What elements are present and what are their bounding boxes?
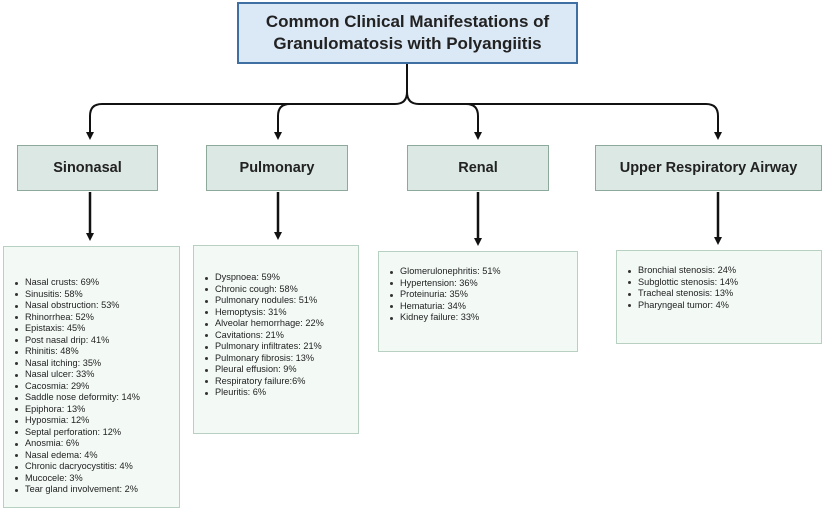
list-item: Chronic cough: 58%	[205, 284, 358, 296]
diagram-title: Common Clinical Manifestations of Granul…	[265, 12, 550, 53]
list-renal: Glomerulonephritis: 51% Hypertension: 36…	[379, 266, 577, 324]
category-sinonasal: Sinonasal	[17, 145, 158, 191]
list-item: Tracheal stenosis: 13%	[628, 288, 821, 300]
list-item: Bronchial stenosis: 24%	[628, 265, 821, 277]
category-label-upper-respiratory-airway: Upper Respiratory Airway	[619, 160, 798, 176]
category-label-renal: Renal	[458, 160, 498, 176]
list-item: Cavitations: 21%	[205, 330, 358, 342]
list-box-upper-respiratory-airway: Bronchial stenosis: 24% Subglottic steno…	[616, 250, 822, 344]
list-item: Alveolar hemorrhage: 22%	[205, 318, 358, 330]
list-item: Nasal ulcer: 33%	[15, 369, 179, 381]
list-item: Pulmonary fibrosis: 13%	[205, 353, 358, 365]
title-box: Common Clinical Manifestations of Granul…	[237, 2, 578, 64]
list-item: Sinusitis: 58%	[15, 289, 179, 301]
branch-to-renal	[419, 103, 482, 140]
category-label-sinonasal: Sinonasal	[53, 160, 122, 176]
branch-to-sinonasal	[86, 91, 408, 140]
list-item: Pleuritis: 6%	[205, 387, 358, 399]
list-item: Post nasal drip: 41%	[15, 335, 179, 347]
list-item: Proteinuria: 35%	[390, 289, 577, 301]
list-item: Epistaxis: 45%	[15, 323, 179, 335]
list-item: Nasal crusts: 69%	[15, 277, 179, 289]
trunk-line	[406, 64, 420, 105]
list-item: Pleural effusion: 9%	[205, 364, 358, 376]
list-item: Kidney failure: 33%	[390, 312, 577, 324]
list-pulmonary: Dyspnoea: 59% Chronic cough: 58% Pulmona…	[194, 272, 358, 399]
list-item: Epiphora: 13%	[15, 404, 179, 416]
category-label-pulmonary: Pulmonary	[239, 160, 315, 176]
category-pulmonary: Pulmonary	[206, 145, 348, 191]
list-item: Respiratory failure:6%	[205, 376, 358, 388]
category-renal: Renal	[407, 145, 549, 191]
list-item: Rhinitis: 48%	[15, 346, 179, 358]
list-item: Rhinorrhea: 52%	[15, 312, 179, 324]
list-item: Saddle nose deformity: 14%	[15, 392, 179, 404]
list-item: Mucocele: 3%	[15, 473, 179, 485]
list-box-renal: Glomerulonephritis: 51% Hypertension: 36…	[378, 251, 578, 352]
list-item: Hyposmia: 12%	[15, 415, 179, 427]
list-item: Hematuria: 34%	[390, 301, 577, 313]
list-item: Subglottic stenosis: 14%	[628, 277, 821, 289]
list-item: Pharyngeal tumor: 4%	[628, 300, 821, 312]
list-item: Dyspnoea: 59%	[205, 272, 358, 284]
list-item: Nasal obstruction: 53%	[15, 300, 179, 312]
list-item: Hypertension: 36%	[390, 278, 577, 290]
list-box-sinonasal: Nasal crusts: 69% Sinusitis: 58% Nasal o…	[3, 246, 180, 508]
list-item: Anosmia: 6%	[15, 438, 179, 450]
list-item: Septal perforation: 12%	[15, 427, 179, 439]
branch-to-upper-respiratory	[466, 103, 722, 140]
list-sinonasal: Nasal crusts: 69% Sinusitis: 58% Nasal o…	[4, 277, 179, 496]
list-upper-respiratory-airway: Bronchial stenosis: 24% Subglottic steno…	[617, 265, 821, 311]
list-item: Chronic dacryocystitis: 4%	[15, 461, 179, 473]
list-item: Tear gland involvement: 2%	[15, 484, 179, 496]
list-item: Glomerulonephritis: 51%	[390, 266, 577, 278]
category-upper-respiratory-airway: Upper Respiratory Airway	[595, 145, 822, 191]
list-item: Pulmonary nodules: 51%	[205, 295, 358, 307]
list-item: Pulmonary infiltrates: 21%	[205, 341, 358, 353]
branch-to-pulmonary	[274, 103, 291, 140]
list-box-pulmonary: Dyspnoea: 59% Chronic cough: 58% Pulmona…	[193, 245, 359, 434]
list-item: Hemoptysis: 31%	[205, 307, 358, 319]
list-item: Nasal edema: 4%	[15, 450, 179, 462]
list-item: Nasal itching: 35%	[15, 358, 179, 370]
list-item: Cacosmia: 29%	[15, 381, 179, 393]
